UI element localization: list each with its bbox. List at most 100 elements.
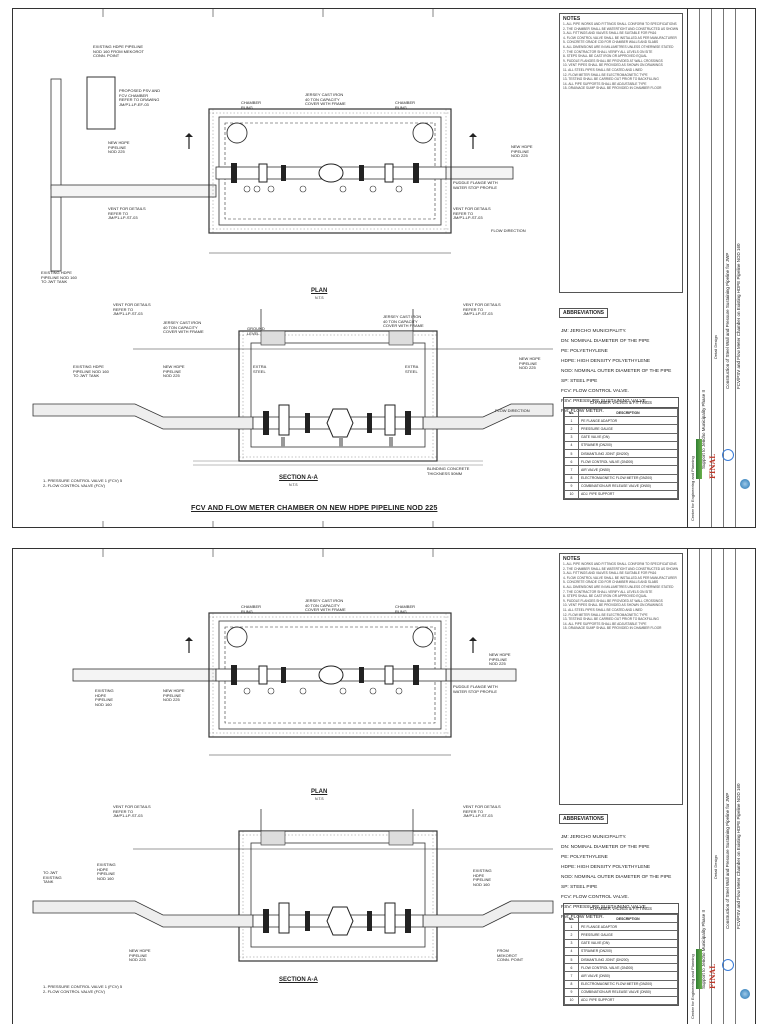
main-title: FCV AND FLOW METER CHAMBER ON NEW HDPE P…: [191, 503, 438, 512]
tb-drawing-title-2: Construction of Steel Wall and Pressure …: [725, 792, 730, 929]
col-description-2: DESCRIPTION: [578, 913, 678, 924]
label-chamber-rung-2: CHAMBER RUNG: [395, 100, 416, 110]
abbreviation-item: HDPE: HIGH DENSITY POLYETHYLENE: [561, 865, 651, 870]
label-rung-2a: CHAMBER RUNG: [241, 604, 262, 614]
label-new-hdpe-right-2: NEW HDPE PIPELINE NOD 225: [489, 652, 511, 667]
notes-list-2: 1- ALL PIPE WORKS AND FITTINGS SHALL CON…: [563, 562, 679, 631]
title-block-2: Center for Engineering and Planning Supp…: [687, 549, 755, 1024]
bottom-notes: 1- PRESSURE CONTROL VALVE 1 (FCV) 5 2- F…: [43, 478, 123, 488]
abbreviation-item: SP: STEEL PIPE: [561, 379, 598, 384]
valve-description: DISMANTLING JOINT (DN200): [578, 954, 678, 965]
notes-panel: NOTES 1- ALL PIPE WORKS AND FITTINGS SHA…: [559, 13, 683, 293]
col-description: DESCRIPTION: [578, 407, 678, 418]
label-new-hdpe: NEW HDPE PIPELINE NOD 225: [163, 688, 185, 703]
note-item: 7- THE CONTRACTOR SHALL VERIFY ALL LEVEL…: [563, 49, 653, 54]
valve-description: COMBINATION AIR RELEASE VALVE (DN50): [578, 481, 678, 491]
valves-table-title-2: CHAMBER VALVES & FITTINGS: [564, 904, 678, 914]
notes-title-2: NOTES: [563, 556, 581, 562]
bottom-notes-2: 1- PRESSURE CONTROL VALVE 1 (FCV) 5 2- F…: [43, 984, 123, 994]
label-section-existing: EXISTING HDPE PIPELINE NOD 160 TO JWT TA…: [73, 364, 109, 379]
note-item: 8- STEPS SHALL BE CAST IRON OR APPROVED …: [563, 594, 648, 599]
label-existing-pipeline: EXISTING HDPE PIPELINE NOD 160 FROM MEKO…: [93, 44, 144, 59]
drawing-area-2: EXISTING HDPE PIPELINE NOD 160 NEW HDPE …: [13, 549, 555, 1024]
valve-description: ELECTROMAGNETIC FLOW METER (DN200): [578, 979, 678, 989]
label-blinding: BLINDING CONCRETE THICKNESS 50MM: [427, 466, 470, 476]
valve-description: STRAINER (DN200): [578, 946, 678, 956]
valve-number: 10: [564, 489, 579, 500]
label-section-vent-left: VENT FOR DETAILS REFER TO JM/P1-LP-ST-03: [113, 302, 151, 317]
notes-panel-2: NOTES 1- ALL PIPE WORKS AND FITTINGS SHA…: [559, 553, 683, 805]
note-item: 1- ALL PIPE WORKS AND FITTINGS SHALL CON…: [563, 22, 677, 26]
abbreviation-item: JM: JERICHO MUNICIPALITY.: [561, 835, 627, 840]
logo-green-bar: [696, 439, 702, 479]
tb-drawing-title: Construction of Steel Wall and Pressure …: [725, 252, 730, 389]
label-vent-2b: VENT FOR DETAILS REFER TO JM/P1-LP-ST-03: [463, 804, 501, 819]
final-stamp-2: FINAL: [708, 964, 717, 989]
abbreviation-item: PE: POLYETHYLENE: [561, 855, 608, 860]
label-chamber-rung-1: CHAMBER RUNG: [241, 100, 262, 110]
valve-number: 8: [564, 473, 579, 483]
valve-number: 2: [564, 424, 579, 434]
abbreviation-item: FCV: FLOW CONTROL VALVE.: [561, 389, 629, 394]
label-new-hdpe-right: NEW HDPE PIPELINE NOD 225: [511, 144, 533, 159]
plan-scale: N.T.S: [315, 296, 324, 300]
tb-stage-2: Detail Design: [713, 855, 718, 879]
abbreviations-title: ABBREVIATIONS: [559, 308, 609, 318]
valve-number: 7: [564, 465, 579, 475]
valve-number: 9: [564, 481, 579, 491]
valve-number: 1: [564, 922, 579, 932]
valve-description: COMBINATION AIR RELEASE VALVE (DN50): [578, 987, 678, 997]
drawing-sheet-2: EXISTING HDPE PIPELINE NOD 160 NEW HDPE …: [12, 548, 756, 1024]
label-extra-steel-2: EXTRA STEEL: [405, 364, 419, 374]
valve-number: 4: [564, 440, 579, 450]
section-title-2: SECTION A-A: [279, 977, 318, 983]
note-item: 6- ALL DIMENSIONS ARE IN MILLIMETRES UNL…: [563, 584, 674, 589]
label-ground-level: GROUND LEVEL: [247, 326, 265, 336]
label-existing-section-2: EXISTING HDPE PIPELINE NOD 160: [97, 862, 116, 881]
valve-number: 8: [564, 979, 579, 989]
plan-and-section-drawing: [32, 9, 554, 527]
abbreviation-item: PSV: PRESSURE SUSTAINING VALVE.: [561, 905, 648, 910]
section-title: SECTION A-A: [279, 475, 318, 481]
note-item: 10- VENT PIPES SHALL BE PROVIDED AS SHOW…: [563, 63, 663, 68]
section-scale: N.T.S: [289, 483, 298, 487]
abbreviation-item: PSV: PRESSURE SUSTAINING VALVE.: [561, 399, 648, 404]
label-puddle-2: PUDDLE FLANGE WITH WATER STOP PROFILE: [453, 684, 498, 694]
label-section-vent-right: VENT FOR DETAILS REFER TO JM/P1-LP-ST-03: [463, 302, 501, 317]
label-section-new-hdpe-right: NEW HDPE PIPELINE NOD 225: [519, 356, 541, 371]
label-vent-left: VENT FOR DETAILS REFER TO JM/P1-LP-ST-03: [108, 206, 146, 221]
label-proposed-chamber: PROPOSED PSV AND FCV CHAMBER REFER TO DR…: [119, 88, 161, 107]
note-item: 12- FLOW METER SHALL BE ELECTROMAGNETIC …: [563, 612, 648, 617]
abbreviation-item: DN: NOMINAL DIAMETER OF THE PIPE: [561, 845, 650, 850]
valve-number: 3: [564, 432, 579, 442]
drawing-sheet-1: EXISTING HDPE PIPELINE NOD 160 FROM MEKO…: [12, 8, 756, 528]
logo-green-bar-2: [696, 949, 702, 989]
label-section-jersey-left: JERSEY CAST IRON 40 TON CAPACITY COVER W…: [163, 320, 204, 335]
note-item: 13- TESTING SHALL BE CARRIED OUT PRIOR T…: [563, 617, 659, 622]
tb-org: Center for Engineering and Planning: [690, 456, 695, 521]
valve-description: ELECTROMAGNETIC FLOW METER (DN200): [578, 473, 678, 483]
label-jersey-2: JERSEY CAST IRON 40 TON CAPACITY COVER W…: [305, 598, 346, 613]
label-existing-bottom: EXISTING HDPE PIPELINE NOD 160 TO JWT TA…: [41, 270, 77, 285]
abbreviations-title-2: ABBREVIATIONS: [559, 814, 609, 824]
label-section-flow: FLOW DIRECTION: [495, 408, 530, 413]
note-item: 14- ALL PIPE SUPPORTS SHALL BE ADJUSTABL…: [563, 621, 647, 626]
note-item: 11- ALL STEEL PIPES SHALL BE COATED AND …: [563, 67, 643, 72]
col-no: No.: [564, 407, 579, 418]
label-new-hdpe-left: NEW HDPE PIPELINE NOD 225: [108, 140, 130, 155]
final-stamp: FINAL: [708, 454, 717, 479]
valve-description: GATE VALVE (DN): [578, 938, 678, 948]
notes-title: NOTES: [563, 16, 581, 22]
valve-number: 6: [564, 457, 579, 467]
